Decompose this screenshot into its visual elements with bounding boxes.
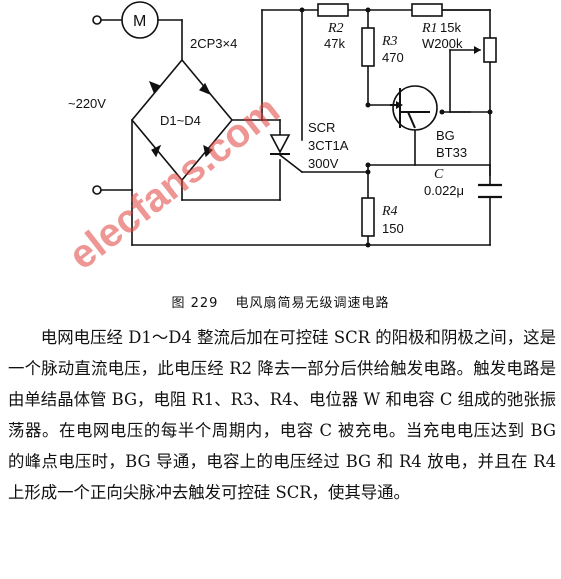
junction-dot-2 [299, 7, 305, 13]
r3-name: R3 [381, 34, 398, 49]
c-name: C [434, 167, 444, 182]
r1-value: 15k [440, 20, 461, 35]
junction-dot-7 [365, 169, 371, 175]
scr-symbol [269, 134, 291, 154]
diode-d3 [151, 144, 162, 158]
r2-name: R2 [327, 21, 344, 36]
junction-dot-6 [365, 162, 371, 168]
body-paragraph: 电网电压经 D1～D4 整流后加在可控硅 SCR 的阳极和阴极之间，这是一个脉动… [8, 328, 556, 502]
c-value: 0.022μ [424, 183, 464, 198]
junction-dot-4 [365, 102, 371, 108]
junction-dot-1 [439, 109, 445, 115]
bg-model: BT33 [436, 145, 467, 160]
r2-value: 47k [324, 36, 345, 51]
motor-label: M [133, 13, 146, 30]
r4-value: 150 [382, 221, 404, 236]
bg-name: BG [436, 128, 455, 143]
junction-dot-3 [365, 7, 371, 13]
resistor-r2 [317, 3, 349, 17]
potentiometer-w [483, 37, 497, 63]
terminal-bottom [92, 185, 102, 195]
diode-d2 [199, 82, 212, 96]
bridge-label: 2CP3×4 [190, 36, 237, 51]
scr-voltage: 300V [308, 156, 339, 171]
scr-name: SCR [308, 120, 335, 135]
r1-name: R1 [421, 21, 438, 36]
resistor-r3 [361, 27, 375, 67]
resistor-r4 [361, 197, 375, 237]
pot-wiper-arrow [474, 46, 481, 54]
r3-value: 470 [382, 50, 404, 65]
junction-dot-8 [365, 242, 371, 248]
r4-name: R4 [381, 204, 398, 219]
diodes-label: D1~D4 [160, 113, 201, 128]
diode-d1 [148, 80, 162, 94]
source-label: ~220V [68, 96, 106, 111]
figure-title: 电风扇简易无级调速电路 [235, 296, 390, 311]
scr-model: 3CT1A [308, 138, 349, 153]
ujt-bg [392, 85, 438, 131]
terminal-top [92, 15, 102, 25]
circuit-schematic: M 2CP3×4 [61, 1, 502, 278]
figure-number: 图 229 [171, 296, 219, 311]
w-value: W200k [422, 36, 463, 51]
diode-d4 [203, 144, 214, 158]
body-text: 电网电压经 D1～D4 整流后加在可控硅 SCR 的阳极和阴极之间，这是一个脉动… [8, 322, 556, 508]
figure-caption: 图 229 电风扇简易无级调速电路 [0, 292, 561, 311]
resistor-r1 [411, 3, 443, 17]
junction-dot-5 [487, 109, 493, 115]
